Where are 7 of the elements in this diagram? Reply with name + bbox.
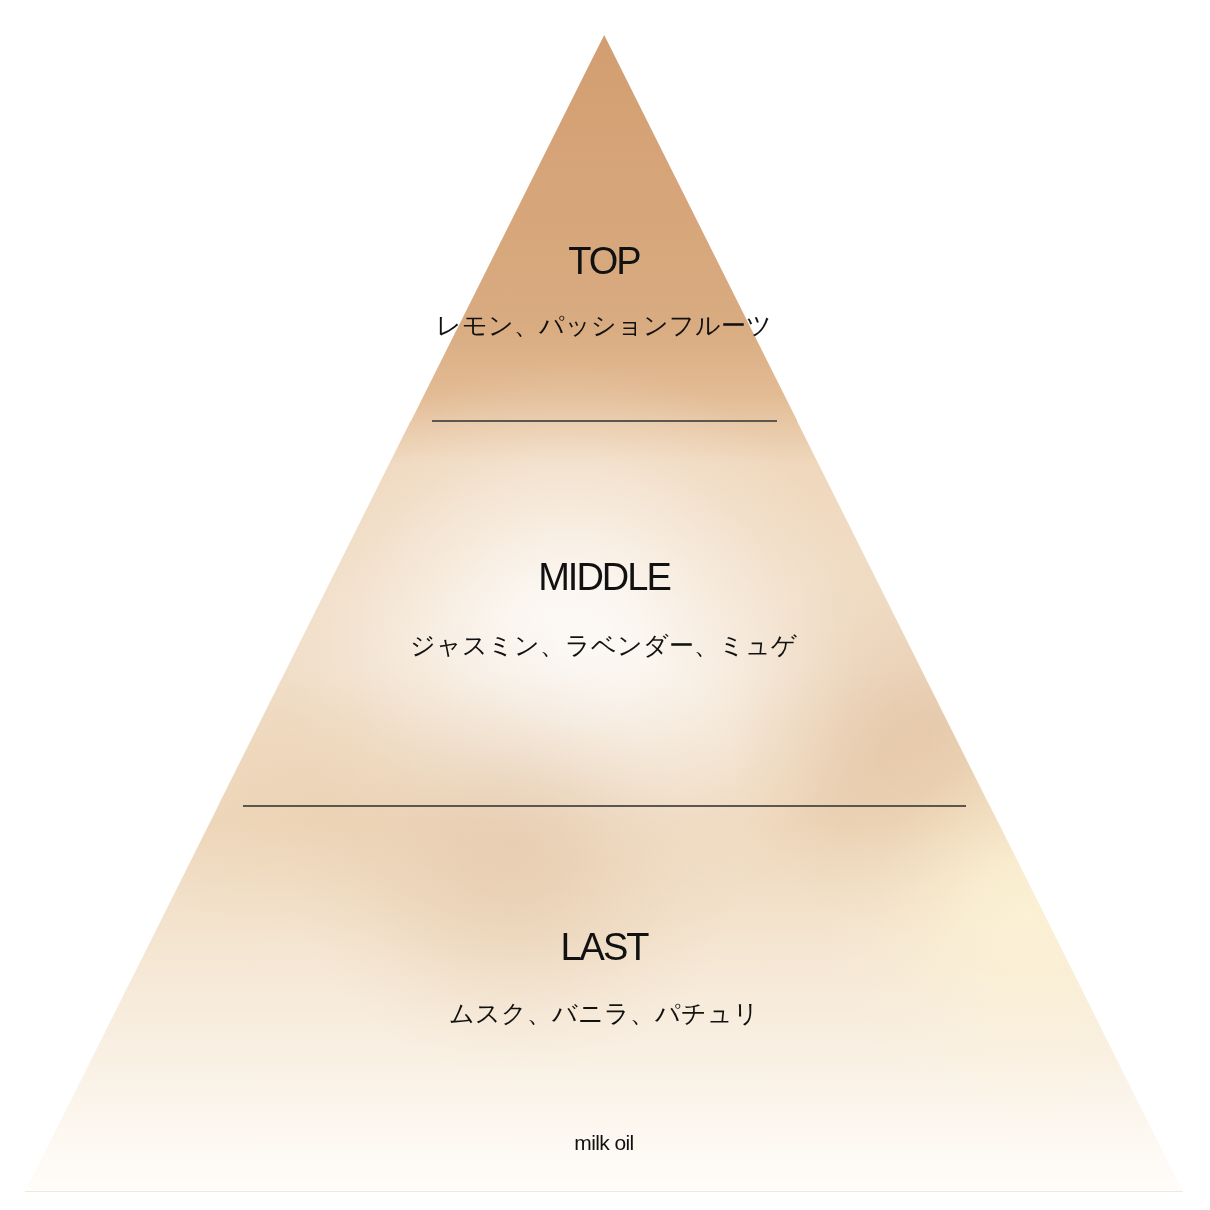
tier-heading: MIDDLE [538,556,670,600]
tier-heading: LAST [560,926,648,970]
base-label: milk oil [574,1130,634,1156]
note-list: ジャスミン、ラベンダー、ミュゲ [410,630,798,660]
note-list: レモン、パッションフルーツ [436,310,772,340]
tier-heading: TOP [568,240,640,284]
note-list: ムスク、バニラ、パチュリ [449,998,759,1028]
